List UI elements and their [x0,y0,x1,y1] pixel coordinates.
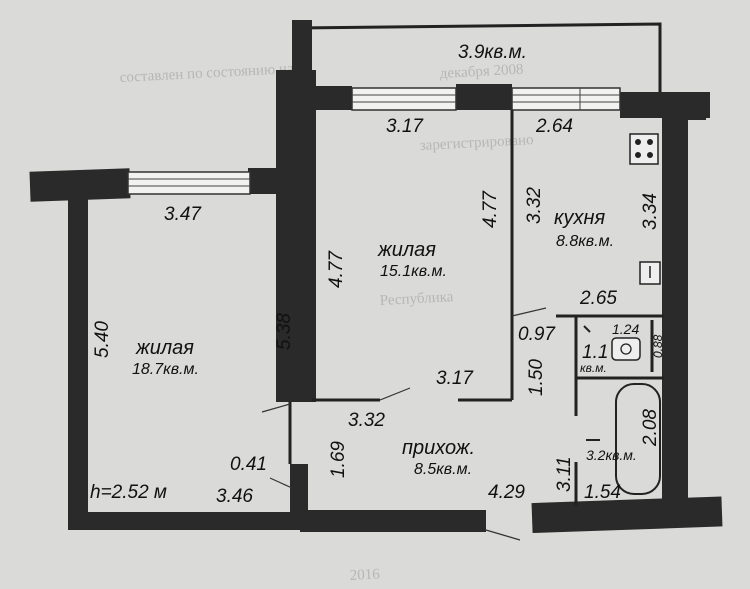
door-swing-middle [379,387,411,401]
middle-room-window [351,87,457,111]
fixtures [583,133,661,495]
left-room-window [127,171,251,195]
dimension-labels: 3.9кв.м. 3.17 2.64 3.47 5.40 5.38 4.77 4… [90,42,665,507]
door-swing-entry [485,529,521,541]
dim-middle-room-left-height: 4.77 [326,250,347,288]
dim-door-097: 0.97 [518,324,556,345]
stove-burner-2 [647,139,653,145]
hall-name: прихож. [402,437,475,459]
bathtub-icon [615,383,661,495]
dim-bath-124: 1.24 [612,321,639,337]
left-exterior-wall-stub [29,168,131,202]
bg-text-line5: 2016 [349,566,380,584]
balcony [292,20,662,92]
bath-area: 3.2кв.м. [586,447,637,463]
hall-bottom-wall-right [531,496,723,534]
middle-top-wall-left [312,86,352,110]
middle-room-name: жилая [377,239,436,261]
stove-icon [629,133,659,165]
kitchen-area: 8.8кв.м. [556,233,614,250]
door-swing-hall [261,403,291,413]
windows [127,87,621,195]
dim-top-left-window: 3.17 [386,116,424,137]
door-swing-kitchen [511,307,547,317]
dim-corridor-left-width: 1.50 [526,359,547,396]
wc-unit: кв.м. [580,361,607,375]
balcony-left-post [292,20,312,80]
dim-bath-left-height: 3.11 [554,456,575,492]
toilet-bowl [620,343,632,355]
left-room-area: 18.7кв.м. [132,361,199,378]
stove-burner-3 [635,152,641,158]
dim-bath-height: 2.08 [640,409,661,447]
wc-mark [583,325,591,333]
central-wall [276,70,316,402]
hall-bottom-wall-left [300,510,486,532]
dim-middle-room-right-height: 4.77 [480,190,501,228]
dim-left-room-right-height: 5.38 [274,313,295,350]
dim-bath-088: 0.88 [651,334,665,358]
dim-top-right-window: 2.64 [535,116,573,137]
dim-hall-left-height: 1.69 [328,441,349,478]
dim-kitchen-bottom: 2.65 [579,288,617,309]
notch-pointer [269,477,293,489]
bg-text-line3: зарегистрировано [419,132,534,154]
kitchen-name: кухня [554,207,605,229]
room-labels: жилая 18.7кв.м. жилая 15.1кв.м. кухня 8.… [132,207,637,478]
dim-notch-041: 0.41 [230,454,267,475]
dim-kitchen-right-height: 3.34 [640,193,661,230]
left-room-name: жилая [135,337,194,359]
dim-balcony-area: 3.9кв.м. [458,42,527,63]
partitions [261,110,664,541]
dim-bath-bottom: 1.54 [584,482,621,503]
bg-text-line2: декабря 2008 [439,62,524,82]
dim-left-room-height: 5.40 [92,321,113,358]
ceiling-height-label: h=2.52 м [90,482,167,503]
wc-area: 1.1 [582,342,608,363]
middle-room-area: 15.1кв.м. [380,263,447,280]
right-exterior-stub [676,92,706,120]
dim-hall-bottom: 4.29 [488,482,525,503]
left-room-bottom-wall [68,512,303,530]
dim-left-room-bottom: 3.46 [216,486,253,507]
right-outer-wall [662,92,688,500]
hall-area: 8.5кв.м. [414,461,472,478]
left-room-left-wall [68,190,88,528]
dim-left-top: 3.47 [164,204,202,225]
stove-burner-1 [635,139,641,145]
dim-hall-top: 3.32 [348,410,385,431]
kitchen-window [511,87,621,111]
stove-burner-4 [647,152,653,158]
walls [29,70,723,534]
toilet-icon [611,337,641,361]
bg-text-line4: Республика [379,289,454,309]
middle-top-wall-right [456,84,512,110]
dim-middle-room-bottom: 3.17 [436,368,474,389]
dim-kitchen-left-height: 3.32 [524,187,545,224]
